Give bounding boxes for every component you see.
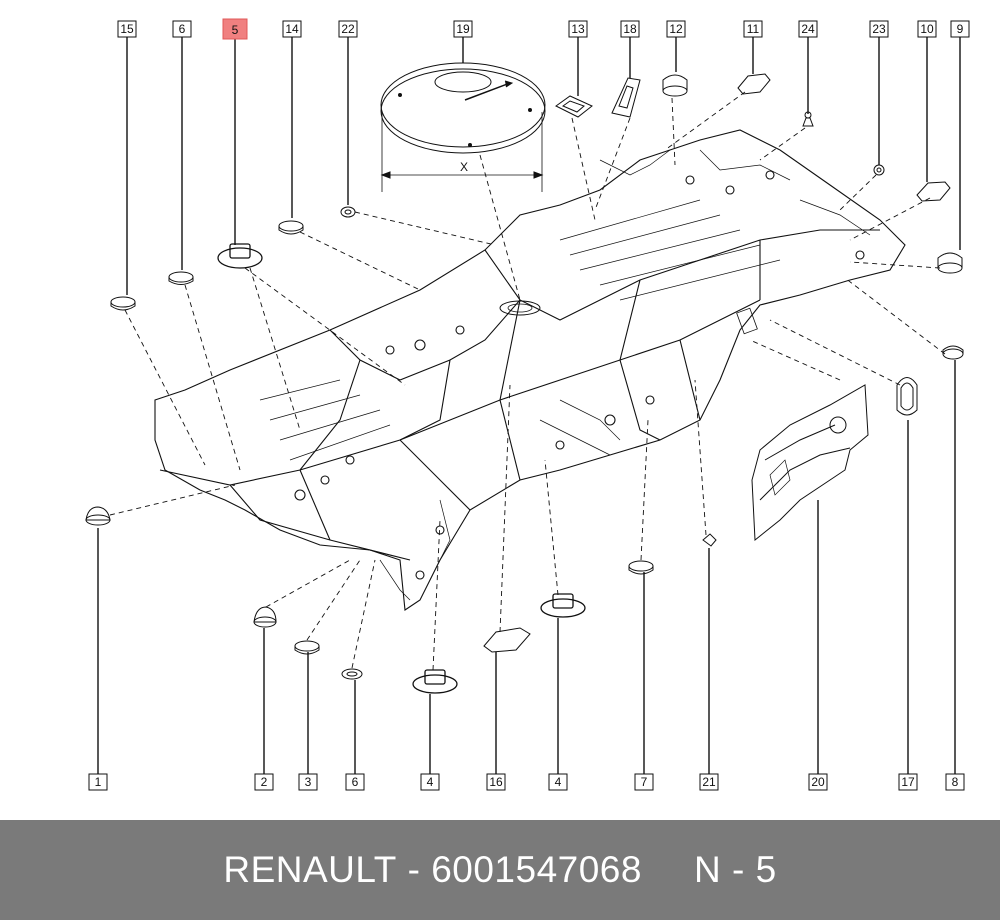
separator: - (407, 849, 421, 890)
clip-4-left (412, 669, 458, 694)
callout-bottom-8: 8 (952, 775, 959, 789)
callout-top-14: 14 (285, 22, 299, 36)
plug-15 (110, 296, 136, 311)
callout-bottom-17: 17 (901, 775, 915, 789)
callout-top-11: 11 (747, 22, 760, 36)
callout-top-13: 13 (571, 22, 585, 36)
callout-top-22: 22 (341, 22, 355, 36)
plug-10 (916, 181, 951, 202)
plug-11 (737, 73, 771, 95)
plug-12 (662, 74, 688, 97)
callout-bottom-20: 20 (811, 775, 825, 789)
plug-7 (628, 560, 654, 575)
position-label: N - 5 (693, 849, 777, 890)
callout-bottom-21: 21 (702, 775, 716, 789)
callouts-bottom: 1 2 3 6 4 16 4 7 21 20 17 8 (88, 773, 965, 791)
dimension-label: X (460, 160, 468, 174)
floor-pan-body (154, 129, 906, 611)
callout-top-9: 9 (957, 22, 964, 36)
plug-1 (85, 506, 111, 526)
clip-21 (702, 533, 717, 547)
clip-5-top (217, 243, 263, 269)
plug-2 (253, 606, 277, 628)
clip-4-right (540, 593, 586, 618)
plug-16 (483, 627, 531, 653)
highlighted-callout-box (222, 18, 248, 40)
parts-diagram: X 15 6 5 14 22 19 13 18 12 11 24 23 10 9 (85, 18, 970, 791)
plug-9 (937, 252, 963, 274)
part-20-side-trim-panel (751, 384, 869, 542)
clip-24 (802, 111, 814, 127)
callout-bottom-4-left: 4 (427, 775, 434, 789)
callout-top-10: 10 (920, 22, 934, 36)
leader-lines (109, 91, 946, 671)
callout-top-5-highlighted: 5 (232, 23, 239, 37)
callout-bottom-16: 16 (489, 775, 503, 789)
brand-name: RENAULT (223, 849, 397, 890)
part-info-footer: RENAULT - 6001547068 N - 5 (0, 820, 1000, 920)
callout-top-6: 6 (179, 22, 186, 36)
clip-23 (873, 164, 885, 176)
callout-top-23: 23 (872, 22, 886, 36)
callout-top-15: 15 (120, 22, 134, 36)
plug-6-top (168, 271, 194, 285)
callout-top-24: 24 (801, 22, 815, 36)
grommet-17 (896, 377, 918, 416)
plug-3 (294, 640, 320, 655)
callout-top-18: 18 (623, 22, 637, 36)
grommet-6-bottom (341, 668, 363, 680)
callout-bottom-7: 7 (641, 775, 648, 789)
callout-bottom-1: 1 (95, 775, 102, 789)
plug-14 (278, 220, 304, 235)
grommet-22 (340, 206, 356, 218)
callout-bottom-4-right: 4 (555, 775, 562, 789)
grommet-18 (611, 77, 641, 118)
callouts-top: 15 6 5 14 22 19 13 18 12 11 24 23 10 9 (117, 18, 970, 40)
callout-bottom-6: 6 (352, 775, 359, 789)
callout-bottom-3: 3 (305, 775, 312, 789)
callout-bottom-2: 2 (261, 775, 268, 789)
part-number: 6001547068 (431, 849, 642, 890)
plug-8 (942, 345, 964, 360)
callout-stems (97, 37, 961, 774)
callout-top-19: 19 (456, 22, 470, 36)
callout-top-12: 12 (669, 22, 683, 36)
grommet-13 (555, 95, 593, 118)
